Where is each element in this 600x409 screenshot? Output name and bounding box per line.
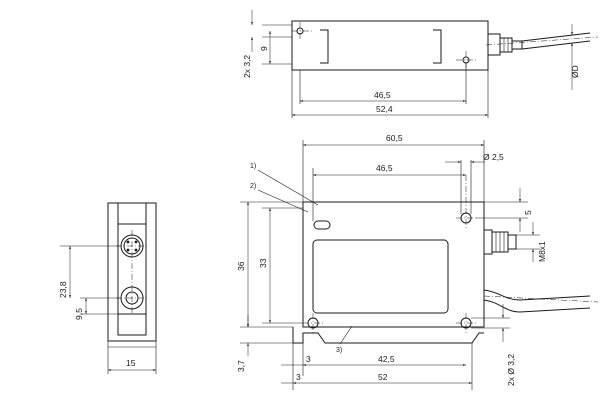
dim-front-60-5: 60,5: [386, 133, 403, 143]
top-view-connector: [488, 33, 501, 56]
callout-2: 2): [250, 183, 256, 190]
front-view-body: [302, 201, 485, 328]
front-view-connector: [483, 229, 493, 255]
dim-front-46-5: 46,5: [376, 163, 393, 173]
dim-top-9: 9: [259, 46, 269, 51]
dim-top-52-4: 52,4: [376, 104, 393, 114]
dim-front-33: 33: [258, 258, 268, 268]
side-view-face: [117, 223, 147, 315]
dim-front-3-lower: 3: [296, 372, 301, 382]
dim-top-hole-2x: 2x 3,2: [242, 55, 252, 78]
dim-front-3-upper: 3: [306, 354, 311, 364]
front-view: 1) 2) 3) 60,5 46,5 Ø 2,5 5 M8x1: [236, 133, 599, 390]
dim-side-15: 15: [126, 358, 136, 368]
dim-front-52: 52: [378, 372, 388, 382]
front-view-cable: [483, 289, 591, 301]
front-view-window: [312, 239, 449, 314]
callout-3: 3): [336, 347, 342, 354]
top-view-clip-right: [433, 29, 442, 64]
front-view-flange: [292, 327, 484, 344]
dim-front-m8x1: M8x1: [537, 241, 547, 262]
side-view-body: [107, 202, 157, 342]
dim-front-dia-2-5: Ø 2,5: [483, 152, 504, 162]
top-view-body: [291, 20, 489, 71]
callout-1: 1): [250, 163, 256, 170]
dim-front-5: 5: [523, 210, 533, 215]
front-view-slot: [313, 220, 331, 230]
dim-cable-diameter: ØD: [570, 65, 580, 78]
top-view-cable: [521, 32, 591, 42]
dim-side-9-5: 9,5: [74, 308, 84, 320]
dim-front-3-7: 3,7: [236, 360, 246, 372]
dim-top-46-5: 46,5: [374, 90, 391, 100]
dim-front-hole-2x: 2x Ø 3,2: [506, 354, 516, 386]
top-view: ØD 2x 3,2 9 46,5 52,4: [242, 10, 599, 118]
dim-front-42-5: 42,5: [378, 354, 395, 364]
top-view-clip-left: [320, 29, 329, 64]
side-view: 23,8 9,5 15: [58, 202, 157, 374]
dim-front-36: 36: [236, 261, 246, 271]
dim-side-23-8: 23,8: [58, 281, 68, 298]
